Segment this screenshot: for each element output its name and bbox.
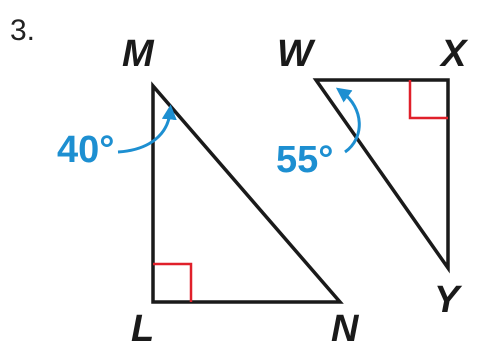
vertex-label-w: W xyxy=(277,33,316,75)
vertex-label-n: N xyxy=(331,308,360,350)
angle-arrow-m xyxy=(117,104,177,154)
angle-label-w: 55° xyxy=(276,139,333,181)
vertex-label-x: X xyxy=(439,33,469,75)
angle-arrow-w xyxy=(335,87,361,154)
triangle-lmn: 40° M L N xyxy=(57,33,360,350)
vertex-label-m: M xyxy=(122,33,155,75)
triangle-lmn-outline xyxy=(151,81,344,304)
angle-label-m: 40° xyxy=(57,129,114,171)
triangle-wxy: 55° W X Y xyxy=(276,33,469,321)
right-angle-marker-x xyxy=(408,80,448,120)
vertex-label-y: Y xyxy=(434,279,463,321)
right-angle-marker-l xyxy=(153,262,193,302)
problem-number: 3. xyxy=(10,14,35,47)
vertex-label-l: L xyxy=(131,308,154,350)
triangle-wxy-outline xyxy=(312,78,450,274)
